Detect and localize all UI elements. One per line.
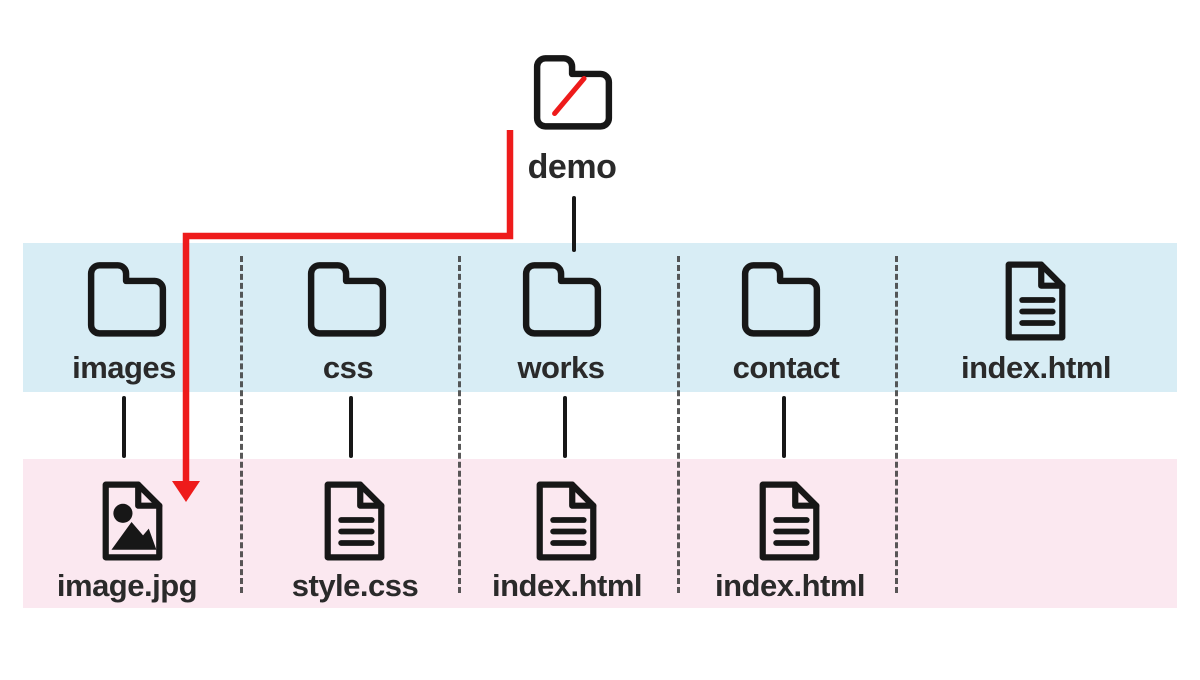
level2-label-indexhtml-contact: index.html <box>714 568 866 603</box>
folder-icon <box>516 257 608 338</box>
level1-label-works: works <box>517 350 605 385</box>
level2-band <box>23 459 1177 608</box>
level2-label-imagejpg: image.jpg <box>56 568 198 603</box>
connector-works-indexhtml <box>563 396 567 458</box>
column-separator <box>677 256 680 593</box>
connector-css-stylecss <box>349 396 353 458</box>
level1-label-css: css <box>322 350 374 385</box>
level2-label-stylecss: style.css <box>291 568 419 603</box>
column-separator <box>240 256 243 593</box>
folder-icon <box>301 257 393 338</box>
level1-label-images: images <box>72 350 176 385</box>
document-file-icon <box>530 477 603 565</box>
folder-icon <box>81 257 173 338</box>
folder-icon <box>735 257 827 338</box>
document-file-icon <box>753 477 826 565</box>
connector-images-imagejpg <box>122 396 126 458</box>
document-file-icon <box>318 477 391 565</box>
column-separator <box>458 256 461 593</box>
document-file-icon <box>999 257 1072 345</box>
image-file-icon <box>96 477 169 565</box>
folder-slash-icon <box>527 50 619 131</box>
connector-contact-indexhtml <box>782 396 786 458</box>
connector-demo-works <box>572 196 576 252</box>
level1-label-indexhtml: index.html <box>960 350 1112 385</box>
level1-label-contact: contact <box>732 350 840 385</box>
level2-label-indexhtml-works: index.html <box>491 568 643 603</box>
root-label: demo <box>527 148 617 186</box>
column-separator <box>895 256 898 593</box>
